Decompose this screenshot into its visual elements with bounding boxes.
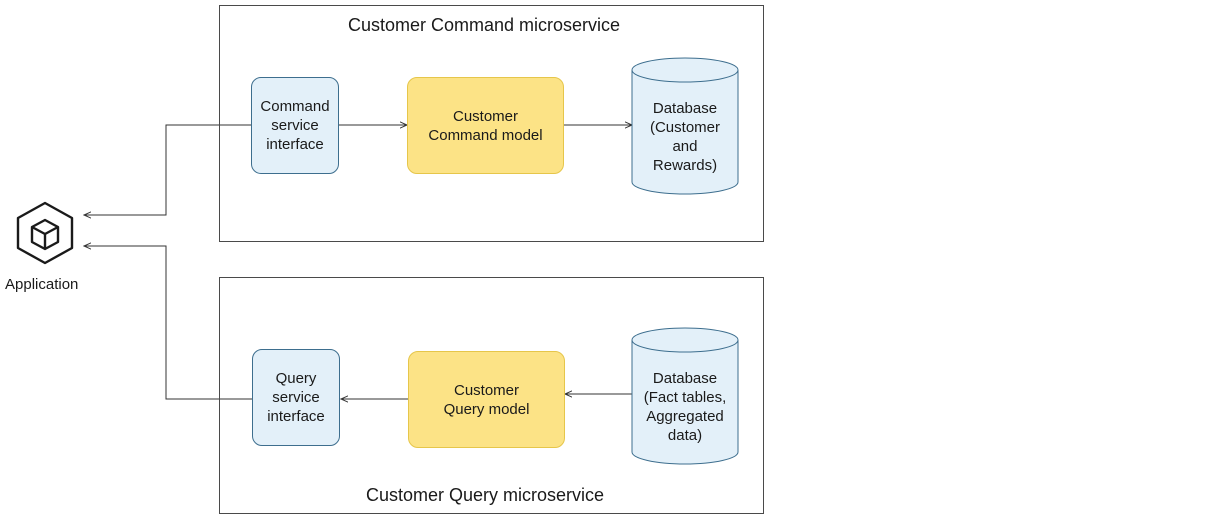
- connector-command-to-application: [84, 124, 251, 215]
- cube-icon: [16, 201, 74, 265]
- query-service-interface: Query service interface: [252, 349, 340, 446]
- query-microservice-frame: [219, 277, 764, 514]
- command-service-interface: Command service interface: [251, 77, 339, 174]
- connector-query-to-application: [84, 246, 252, 400]
- query-microservice-title: Customer Query microservice: [366, 485, 605, 505]
- application-label: Application: [5, 276, 79, 293]
- customer-query-model: Customer Query model: [408, 351, 565, 448]
- command-database-cylinder-icon: [631, 57, 739, 195]
- query-database-cylinder-icon: [631, 327, 739, 465]
- command-microservice-frame: [219, 5, 764, 242]
- command-database-label: Database (Customer and Rewards): [649, 100, 720, 174]
- customer-command-model: Customer Command model: [407, 77, 564, 174]
- query-database-label: Database (Fact tables, Aggregated data): [643, 370, 727, 444]
- command-microservice-title: Customer Command microservice: [348, 15, 621, 35]
